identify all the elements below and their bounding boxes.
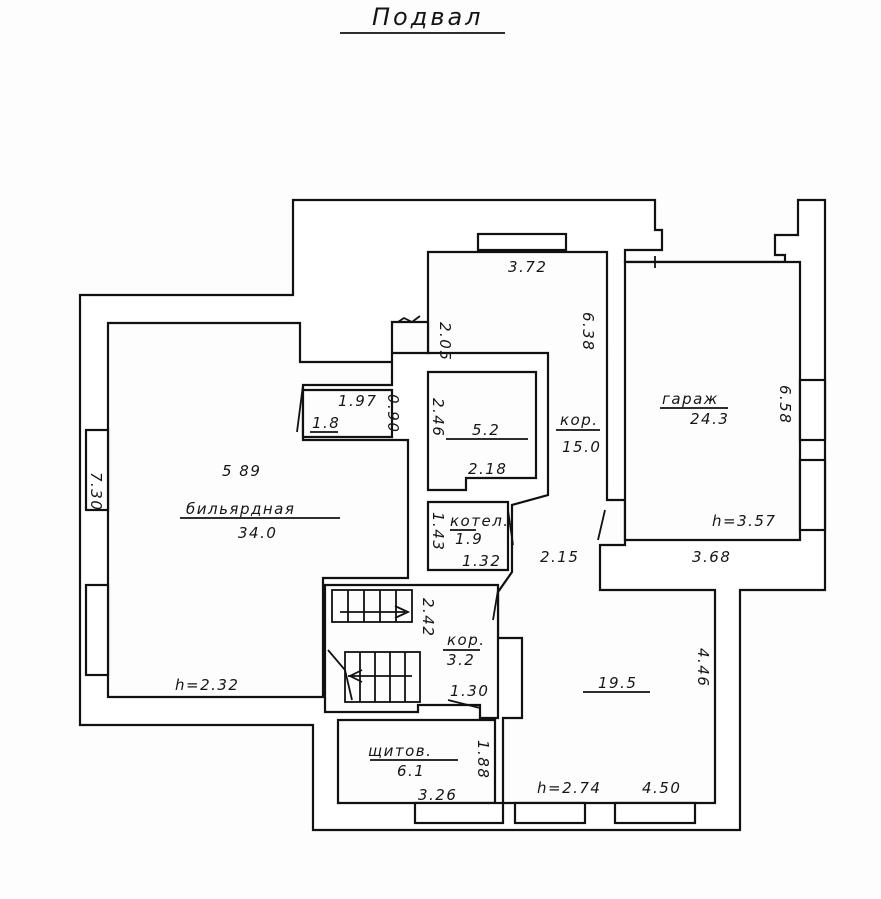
dim-label: 1.88 xyxy=(474,740,492,779)
room-name: щитов. xyxy=(368,742,432,760)
room-area: 6.1 xyxy=(397,762,425,780)
storage-room xyxy=(426,370,538,492)
room-area: 24.3 xyxy=(690,410,729,428)
dim-label: 2.18 xyxy=(468,460,507,478)
height-label: h=2.74 xyxy=(537,779,601,797)
room-name: гараж xyxy=(662,390,719,408)
dim-label: 3.68 xyxy=(692,548,731,566)
height-label: h=3.57 xyxy=(712,512,776,530)
dim-label: 5 89 xyxy=(222,462,261,480)
plan-title: Подвал xyxy=(372,3,484,31)
stairs-lower xyxy=(327,649,421,703)
room-name: бильярдная xyxy=(186,500,295,518)
dim-label: 2.05 xyxy=(436,322,454,361)
dim-label: 1.43 xyxy=(429,512,447,551)
room-area: 1.9 xyxy=(455,530,483,548)
stairs-upper xyxy=(331,589,413,623)
room-area: 5.2 xyxy=(472,421,500,439)
height-label: h=2.32 xyxy=(175,676,239,694)
billiard-room xyxy=(106,320,430,699)
dim-label: 2.15 xyxy=(540,548,579,566)
room-area: 34.0 xyxy=(238,524,277,542)
dim-label: 1.30 xyxy=(450,682,489,700)
dim-label: 7.30 xyxy=(87,472,105,511)
dim-label: 6.38 xyxy=(579,312,597,351)
dim-label: 4.46 xyxy=(694,648,712,687)
boiler-room xyxy=(426,500,510,572)
small-room xyxy=(301,388,394,439)
dim-label: 0.90 xyxy=(384,394,402,433)
dim-label: 3.26 xyxy=(418,786,457,804)
room-area: 15.0 xyxy=(562,438,601,456)
room-name: котел. xyxy=(450,512,510,530)
windows xyxy=(84,232,827,825)
door-swings xyxy=(296,256,782,709)
room-area: 3.2 xyxy=(447,651,475,669)
dim-label: 4.50 xyxy=(642,779,681,797)
dim-label: 6.58 xyxy=(776,385,794,424)
room-name: кор. xyxy=(447,631,486,649)
dim-label: 3.72 xyxy=(508,258,547,276)
dim-label: 1.32 xyxy=(462,552,501,570)
dim-label: 2.46 xyxy=(429,398,447,437)
room-name: кор. xyxy=(560,411,599,429)
dim-label: 2.42 xyxy=(419,598,437,637)
room-area: 19.5 xyxy=(598,674,637,692)
room-area: 1.8 xyxy=(312,414,340,432)
dim-label: 1.97 xyxy=(338,392,377,410)
